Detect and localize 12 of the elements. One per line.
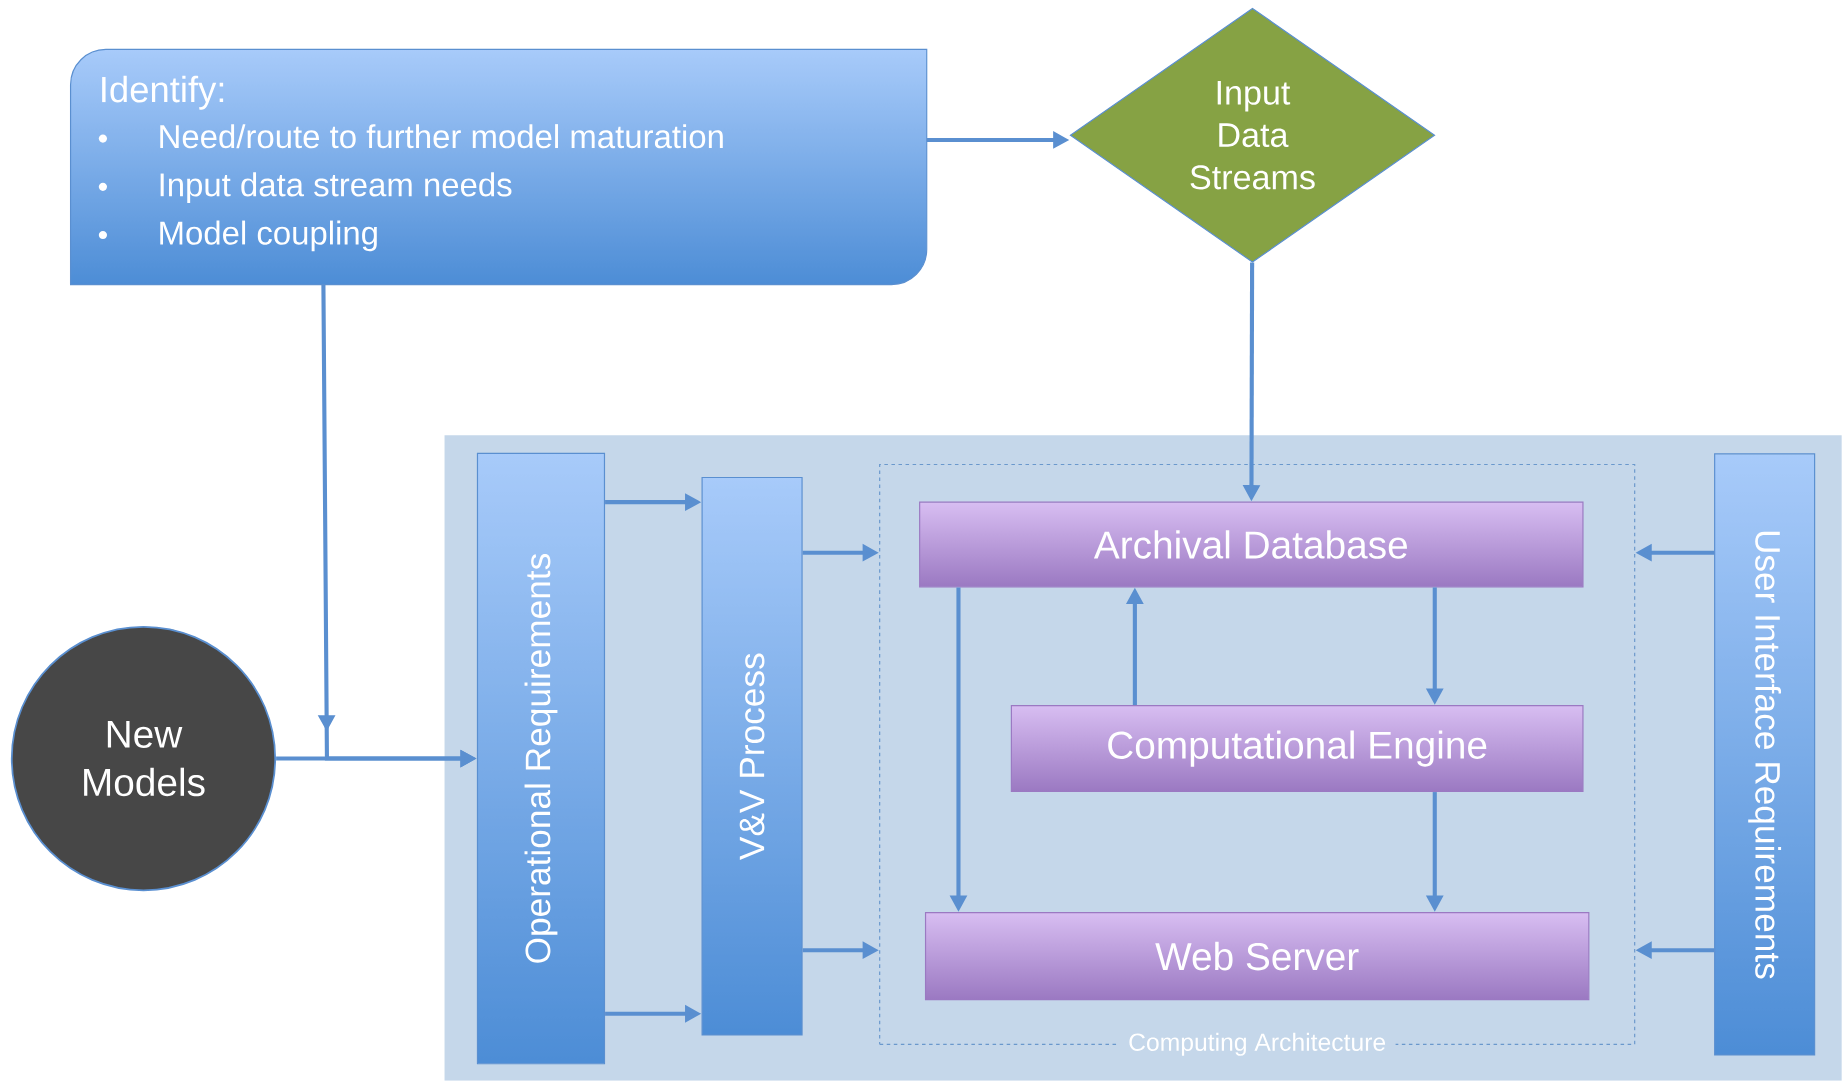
process-box: Archival Database bbox=[919, 501, 1584, 588]
bullet-item: Input data stream needs bbox=[98, 172, 512, 204]
vertical-bar: User Interface Requirements bbox=[1714, 453, 1816, 1056]
bullet-item: Model coupling bbox=[98, 220, 377, 252]
bullet-item: Need/route to further model maturation bbox=[98, 124, 723, 149]
process-box: Computational Engine bbox=[1010, 705, 1584, 793]
vertical-bar: V&V Process bbox=[701, 477, 803, 1036]
note-box bbox=[69, 48, 928, 286]
circle-node: New Models bbox=[10, 626, 277, 892]
vertical-bar: Operational Requirements bbox=[476, 452, 606, 1065]
list-heading: Identify: bbox=[102, 75, 224, 110]
process-box: Web Server bbox=[924, 912, 1590, 1001]
